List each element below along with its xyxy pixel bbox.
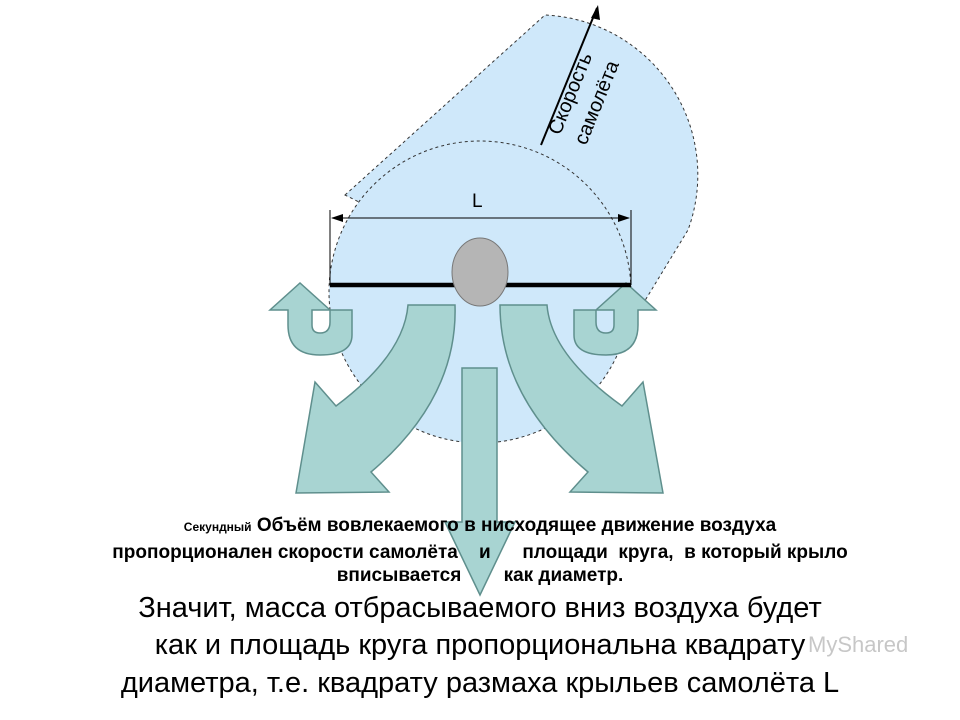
center-downwash-arrow xyxy=(443,367,517,597)
span-label: L xyxy=(472,191,483,212)
caption-line-1-main: Объём вовлекаемого в нисходящее движение… xyxy=(256,515,777,536)
watermark-text: MyShared xyxy=(808,632,909,657)
speed-arrowhead xyxy=(591,5,600,20)
span-arrowhead-left xyxy=(331,214,343,222)
conclusion-line-1: Значит, масса отбрасываемого вниз воздух… xyxy=(138,592,822,624)
fuselage xyxy=(451,237,509,307)
caption-line-2: пропорционален скорости самолёта и площа… xyxy=(112,542,848,563)
right-downwash-arrow xyxy=(499,304,664,494)
caption-prefix: Секундный xyxy=(183,520,252,534)
caption-line-1: Секундный Объём вовлекаемого в нисходяще… xyxy=(0,515,960,537)
right-vortex-arrow xyxy=(573,281,658,356)
left-vortex-arrow xyxy=(268,281,353,356)
left-downwash-arrow xyxy=(295,304,456,494)
conclusion-line-2: как и площадь круга пропорциональна квад… xyxy=(154,629,806,661)
watermark: MyShared xyxy=(808,632,908,658)
caption-line-3: вписывается как диаметр. xyxy=(336,565,624,586)
speed-vector xyxy=(540,7,598,146)
span-arrowhead-right xyxy=(618,214,630,222)
conclusion-line-3: диаметра, т.е. квадрату размаха крыльев … xyxy=(120,667,840,699)
